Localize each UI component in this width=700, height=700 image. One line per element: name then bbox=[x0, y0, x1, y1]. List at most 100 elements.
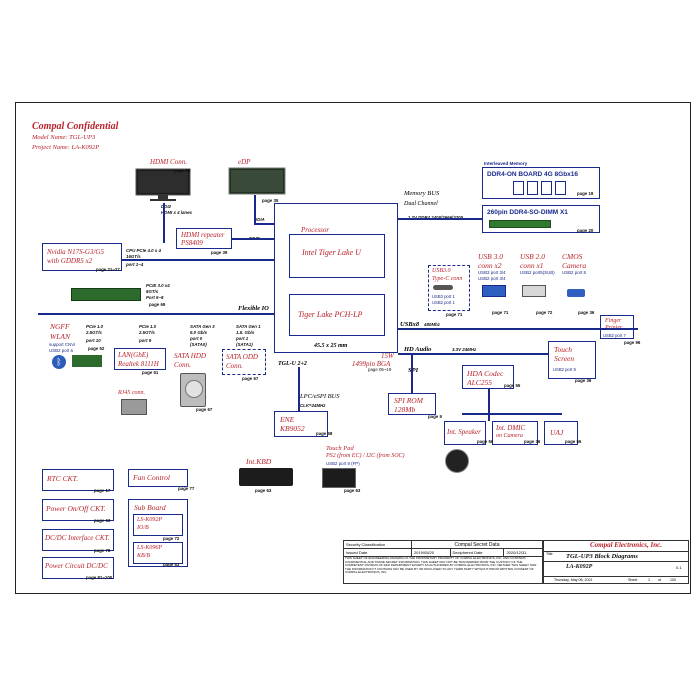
typec-label-1: USB3.0 bbox=[432, 268, 451, 274]
power-onoff-box: Power On/Off CKT. bbox=[42, 499, 114, 521]
sheet-date: Thursday, May 06, 2021 bbox=[554, 578, 593, 582]
usb30-usb3-note: USB3 port 3/4 bbox=[478, 270, 506, 275]
fan-label: Fan Control bbox=[133, 473, 171, 482]
ene-label: ENE bbox=[280, 415, 295, 424]
lan-chip-label: Realtek 8111H bbox=[118, 360, 159, 368]
ssd-bus-3: Port 5~8 bbox=[146, 295, 164, 300]
cmos-label: CMOS bbox=[562, 252, 583, 261]
ene-page: page 58 bbox=[316, 431, 333, 436]
rtc-label: RTC CKT. bbox=[47, 474, 79, 483]
uaj-box: UAJ bbox=[544, 421, 578, 445]
fan-box: Fan Control bbox=[128, 469, 188, 487]
usb20-label: USB 2.0 bbox=[520, 252, 545, 261]
cmos-note: USB2 port 8 bbox=[562, 270, 586, 275]
hdmi-conn-page: page 39 bbox=[174, 168, 191, 173]
sata-odd-box: SATA ODD Conn. bbox=[222, 349, 266, 375]
dcdc-interface-page: page 78 bbox=[94, 548, 111, 553]
camera-label: Camera bbox=[562, 261, 587, 270]
gpu-bus-2: 16GT/s bbox=[126, 254, 141, 259]
ddr4-onboard-box: DDR4-ON BOARD 4G 8Gbx16 bbox=[482, 167, 600, 199]
touch-page: page 36 bbox=[575, 378, 592, 383]
usb20-count-label: conn x1 bbox=[520, 261, 544, 270]
finger-page: page 96 bbox=[624, 340, 641, 345]
hdd-bus-4: (SATA0) bbox=[190, 342, 207, 347]
touchpad-page: page 63 bbox=[344, 488, 361, 493]
gpu-pcie-line bbox=[122, 259, 274, 261]
touchpad-usb-note: USB2 port 8 (FP) bbox=[326, 461, 360, 466]
spi-page: page 9 bbox=[428, 414, 442, 419]
project-name: Project Name: LA-K092P bbox=[32, 144, 100, 151]
uaj-label: UAJ bbox=[550, 428, 564, 437]
memory-bus-line bbox=[398, 218, 482, 220]
spi-rom-label: SPI ROM bbox=[394, 396, 423, 405]
onboard-page: page 19 bbox=[577, 191, 594, 196]
nvidia-gpu-box: Nvidia N17S-G3/G5 with GDDR5 x2 bbox=[42, 243, 122, 271]
edp-ddia-label: DDIA bbox=[254, 217, 265, 222]
finger-note: USB2 port 7 bbox=[603, 333, 626, 338]
company-name: Compal Electronics, Inc. bbox=[590, 541, 662, 549]
typec-usb3-note: USB3 port 1 bbox=[432, 294, 455, 299]
sata-odd-label: SATA ODD bbox=[226, 353, 258, 361]
hda-chip-label: ALC255 bbox=[467, 378, 493, 387]
sodimm-page: page 20 bbox=[577, 228, 594, 233]
spi-rom-box: SPI ROM 128Mb bbox=[388, 393, 436, 415]
sodimm-label: 260pin DDR4-SO-DIMM X1 bbox=[487, 209, 568, 216]
hdmi-repeater-page: page 39 bbox=[211, 250, 228, 255]
cpu-name: Intel Tiger Lake U bbox=[302, 248, 361, 257]
issued-date-label: Issued Date bbox=[343, 548, 412, 557]
speaker-page: page 56 bbox=[477, 439, 494, 444]
rtc-box: RTC CKT. bbox=[42, 469, 114, 491]
model-name: Model Name: TGL-UP3 bbox=[32, 134, 96, 141]
io-board-id: LS-K092P bbox=[137, 517, 163, 523]
sata-hdd-conn-label: Conn. bbox=[174, 361, 191, 369]
wlan-usb-note: USB2 port 6 bbox=[49, 348, 73, 353]
typec-usb2-note: USB2 port 1 bbox=[432, 300, 455, 305]
schematic-sheet: Compal Confidential Model Name: TGL-UP3 … bbox=[15, 102, 691, 594]
sata-odd-conn-label: Conn. bbox=[226, 362, 243, 370]
touch-screen-box: Touch Screen USB2 port 9 bbox=[548, 341, 596, 379]
lan-label: LAN(GbE) bbox=[118, 351, 149, 359]
lpc-clk-label: CLK=24MHz bbox=[300, 403, 326, 408]
fan-page: page 77 bbox=[178, 486, 195, 491]
touchpad-icon bbox=[322, 468, 356, 488]
hd-audio-line bbox=[398, 353, 548, 355]
speaker-label: Int. Speaker bbox=[447, 428, 481, 436]
kb-board-id: LS-K096P bbox=[137, 545, 163, 551]
power-onoff-page: page 63 bbox=[94, 518, 111, 523]
edp-panel-icon bbox=[228, 167, 286, 195]
lan-box: LAN(GbE) Realtek 8111H bbox=[114, 348, 166, 370]
pch-bga: 1499pin BGA bbox=[352, 360, 391, 368]
camera-icon bbox=[567, 289, 585, 297]
nvidia-page: page 21~27 bbox=[96, 267, 120, 272]
secret-label: Compal Secret Data bbox=[410, 540, 544, 549]
pch-size: 45.5 x 25 mm bbox=[314, 343, 348, 349]
doc-number: LA-K092P bbox=[566, 564, 593, 570]
ssd-bus-1: PCIE 3.0 x4 bbox=[146, 283, 170, 288]
ene-ec-box: ENE KB9052 bbox=[274, 411, 328, 437]
gpu-bus-3: port 1~4 bbox=[126, 262, 144, 267]
hd-audio-label: HD Audio bbox=[404, 346, 432, 353]
hdmi-repeater-box: HDMI repeater PS8409 bbox=[176, 228, 232, 249]
edp-label: eDP bbox=[238, 158, 251, 166]
usb-bus-line bbox=[398, 328, 638, 330]
flexible-io-line bbox=[38, 313, 274, 315]
usb20-port-icon bbox=[522, 285, 546, 297]
gpu-bus-1: CPU PCIe 4.0 x 4 bbox=[126, 248, 161, 253]
lan-bus-3: port 9 bbox=[139, 338, 152, 343]
power-circuit-box: Power Circuit DC/DC bbox=[42, 557, 114, 579]
touch-note: USB2 port 9 bbox=[553, 367, 576, 372]
sheet-label: Sheet bbox=[628, 578, 638, 582]
usb20-note: USB2 port5(SUB) bbox=[520, 270, 555, 275]
cmos-page: page 36 bbox=[578, 310, 595, 315]
hda-codec-page: page 56 bbox=[504, 383, 521, 388]
hdd-bus-3: port 0 bbox=[190, 336, 203, 341]
pch-package: TGL-U 2+2 bbox=[278, 361, 307, 367]
hdd-bus-1: SATA Gen 3 bbox=[190, 324, 215, 329]
title-label: Title bbox=[546, 552, 553, 556]
sodimm-module-icon bbox=[489, 220, 551, 228]
hd-audio-speed: 3.3V 24MHz bbox=[452, 347, 477, 352]
dmic-box: Int. DMIC on Camera bbox=[492, 421, 538, 445]
memory-speed: 1.2V DDR4 2400/2666/3200 bbox=[408, 215, 463, 220]
io-board-box: LS-K092P IO/B bbox=[133, 514, 183, 536]
sheet-total: 100 bbox=[670, 578, 676, 582]
